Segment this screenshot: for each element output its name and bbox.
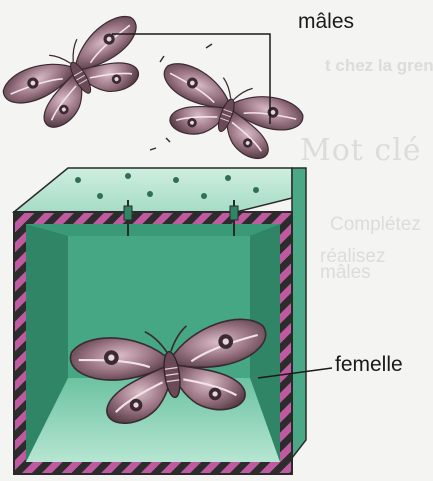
male-moth xyxy=(0,10,162,143)
male-moth xyxy=(147,58,307,170)
cage-side xyxy=(292,168,306,458)
label-female: femelle xyxy=(335,353,403,377)
label-males: mâles xyxy=(298,10,354,34)
cage-lid xyxy=(14,168,292,212)
